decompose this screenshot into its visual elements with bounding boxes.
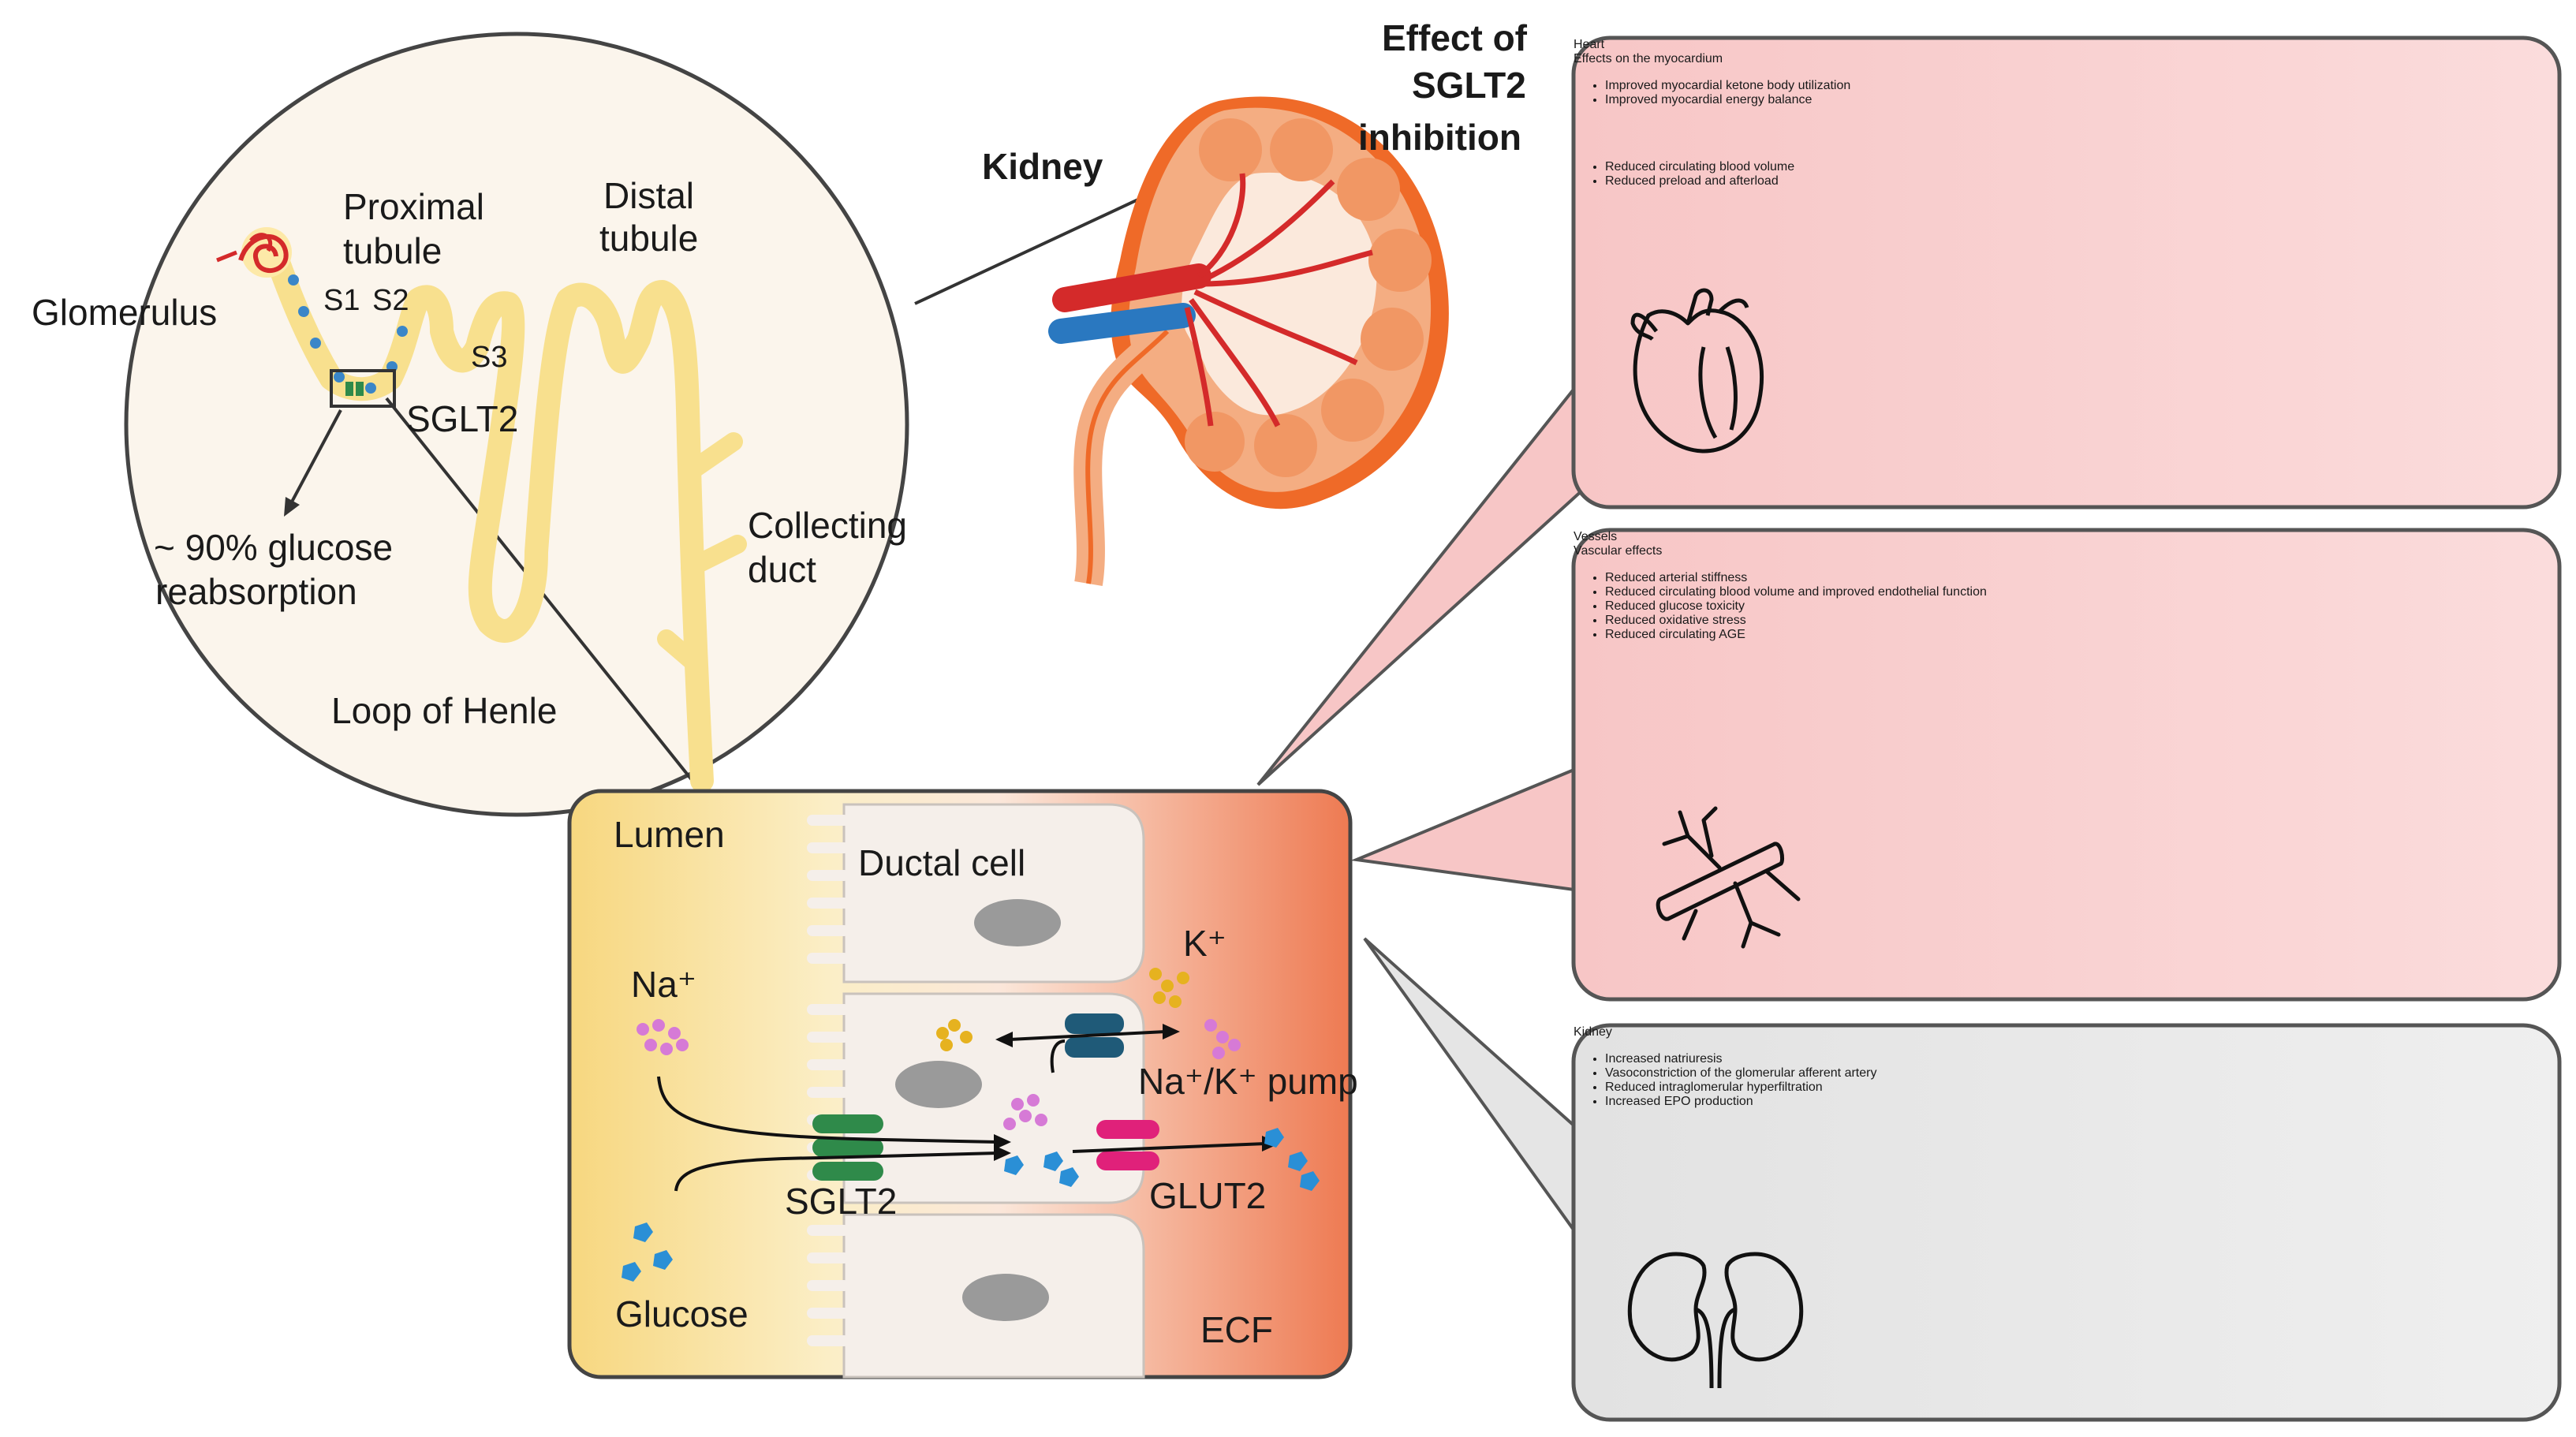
vessels-callout (1350, 763, 1587, 894)
kidney-panel: Kidney Increased natriuresis Vasoconstri… (1574, 1025, 2559, 1420)
sglt2-location-box (330, 369, 396, 408)
kidney-panel-title: Kidney (1574, 1025, 1612, 1039)
s3-label: S3 (471, 341, 508, 374)
vessels-effect-item: Reduced glucose toxicity (1605, 599, 2315, 614)
reabsorption-arrow (289, 409, 342, 506)
pump-label: Na⁺/K⁺ pump (1138, 1061, 1358, 1102)
kidney-effect-item: Reduced intraglomerular hyperfiltration (1605, 1081, 2157, 1095)
kidney-connector-line (914, 192, 1152, 305)
vessels-title: Vessels (1574, 530, 1618, 543)
proximal-tubule-label-1: Proximal (343, 186, 484, 227)
potassium-ions (936, 968, 1189, 1051)
collecting-duct-label-2: duct (748, 549, 816, 590)
vessels-effect-item: Reduced circulating blood volume and imp… (1605, 585, 2283, 599)
sglt2-transporter (812, 1114, 883, 1181)
heart-effects-list: Improved myocardial ketone body utilizat… (1574, 79, 2346, 188)
sglt2-nephron-label: SGLT2 (406, 398, 519, 439)
vessel-icon (1656, 806, 1801, 949)
sglt2-mini (345, 382, 353, 396)
na-label: Na⁺ (631, 964, 697, 1005)
heart-effect-item: Reduced circulating blood volume (1605, 160, 2346, 174)
lumen-label: Lumen (614, 814, 725, 855)
sglt2-cell-label: SGLT2 (785, 1181, 898, 1222)
kidney-callout (1363, 937, 1587, 1252)
heart-effect-item: Reduced preload and afterload (1605, 174, 2346, 188)
heart-heading: Effects on the myocardium (1574, 52, 1723, 65)
glut2-transporter (1096, 1120, 1159, 1170)
glucose-label: Glucose (615, 1293, 749, 1334)
vessels-panel: Vessels Vascular effects Reduced arteria… (1574, 530, 2559, 999)
kidney-icon (1627, 1252, 1804, 1389)
loop-of-henle-label: Loop of Henle (331, 690, 558, 731)
kidney-effects-list: Increased natriuresis Vasoconstriction o… (1574, 1052, 2323, 1109)
heart-icon (1630, 288, 1764, 453)
heart-panel-bg (1571, 35, 2562, 509)
kidney-effect-item: Increased EPO production (1605, 1095, 2323, 1109)
effect-title-line2: SGLT2 (1412, 65, 1526, 106)
reabsorption-label-2: reabsorption (155, 571, 357, 612)
vessels-panel-bg (1571, 528, 2562, 1002)
kidney-organ (1048, 96, 1449, 586)
kidney-panel-bg (1571, 1023, 2562, 1422)
transport-arrows (657, 1030, 1267, 1192)
ecf-label: ECF (1200, 1309, 1273, 1350)
kidney-effect-item: Increased natriuresis (1605, 1052, 2323, 1066)
glomerulus-graphic (216, 227, 292, 278)
glut2-label: GLUT2 (1149, 1175, 1267, 1216)
glucose-molecules (622, 1128, 1320, 1282)
nephron-tubule (266, 248, 747, 793)
s1-label: S1 (323, 284, 360, 317)
na-k-pump (1065, 1013, 1124, 1058)
glomerulus-label: Glomerulus (32, 292, 218, 333)
nuclei (895, 899, 1061, 1321)
s2-label: S2 (372, 284, 409, 317)
tubule-dots (288, 274, 408, 394)
sodium-ions (637, 1019, 1241, 1130)
vessels-heading: Vascular effects (1574, 544, 1663, 558)
collecting-duct-label-1: Collecting (748, 505, 907, 546)
nephron-magnifier-circle (124, 32, 909, 817)
distal-tubule-label-2: tubule (599, 218, 699, 259)
cell-connector-line (385, 397, 704, 794)
vessels-effect-item: Reduced oxidative stress (1605, 614, 2315, 628)
vessels-effects-list: Reduced arterial stiffness Reduced circu… (1574, 571, 2315, 642)
effect-title-line1: Effect of (1382, 17, 1527, 58)
effect-title-line3: inhibition (1358, 117, 1521, 158)
proximal-tubule-label-2: tubule (343, 230, 442, 271)
reabsorption-label-1: ~ 90% glucose (154, 527, 394, 568)
heart-panel: Heart Effects on the myocardium Improved… (1574, 38, 2559, 507)
kidney-effect-item: Vasoconstriction of the glomerular affer… (1605, 1066, 2268, 1081)
ductal-cell-label: Ductal cell (858, 842, 1026, 883)
heart-title: Heart (1574, 38, 1605, 51)
heart-effect-item: Improved myocardial energy balance (1605, 93, 2110, 107)
heart-effect-item: Improved myocardial ketone body utilizat… (1605, 79, 2110, 93)
kidney-organ-label: Kidney (982, 146, 1103, 187)
vessels-effect-item: Reduced arterial stiffness (1605, 571, 2315, 585)
sglt2-mini (356, 382, 364, 396)
distal-tubule-label-1: Distal (603, 175, 695, 216)
k-label: K⁺ (1183, 923, 1226, 964)
vessels-effect-item: Reduced circulating AGE (1605, 628, 2315, 642)
